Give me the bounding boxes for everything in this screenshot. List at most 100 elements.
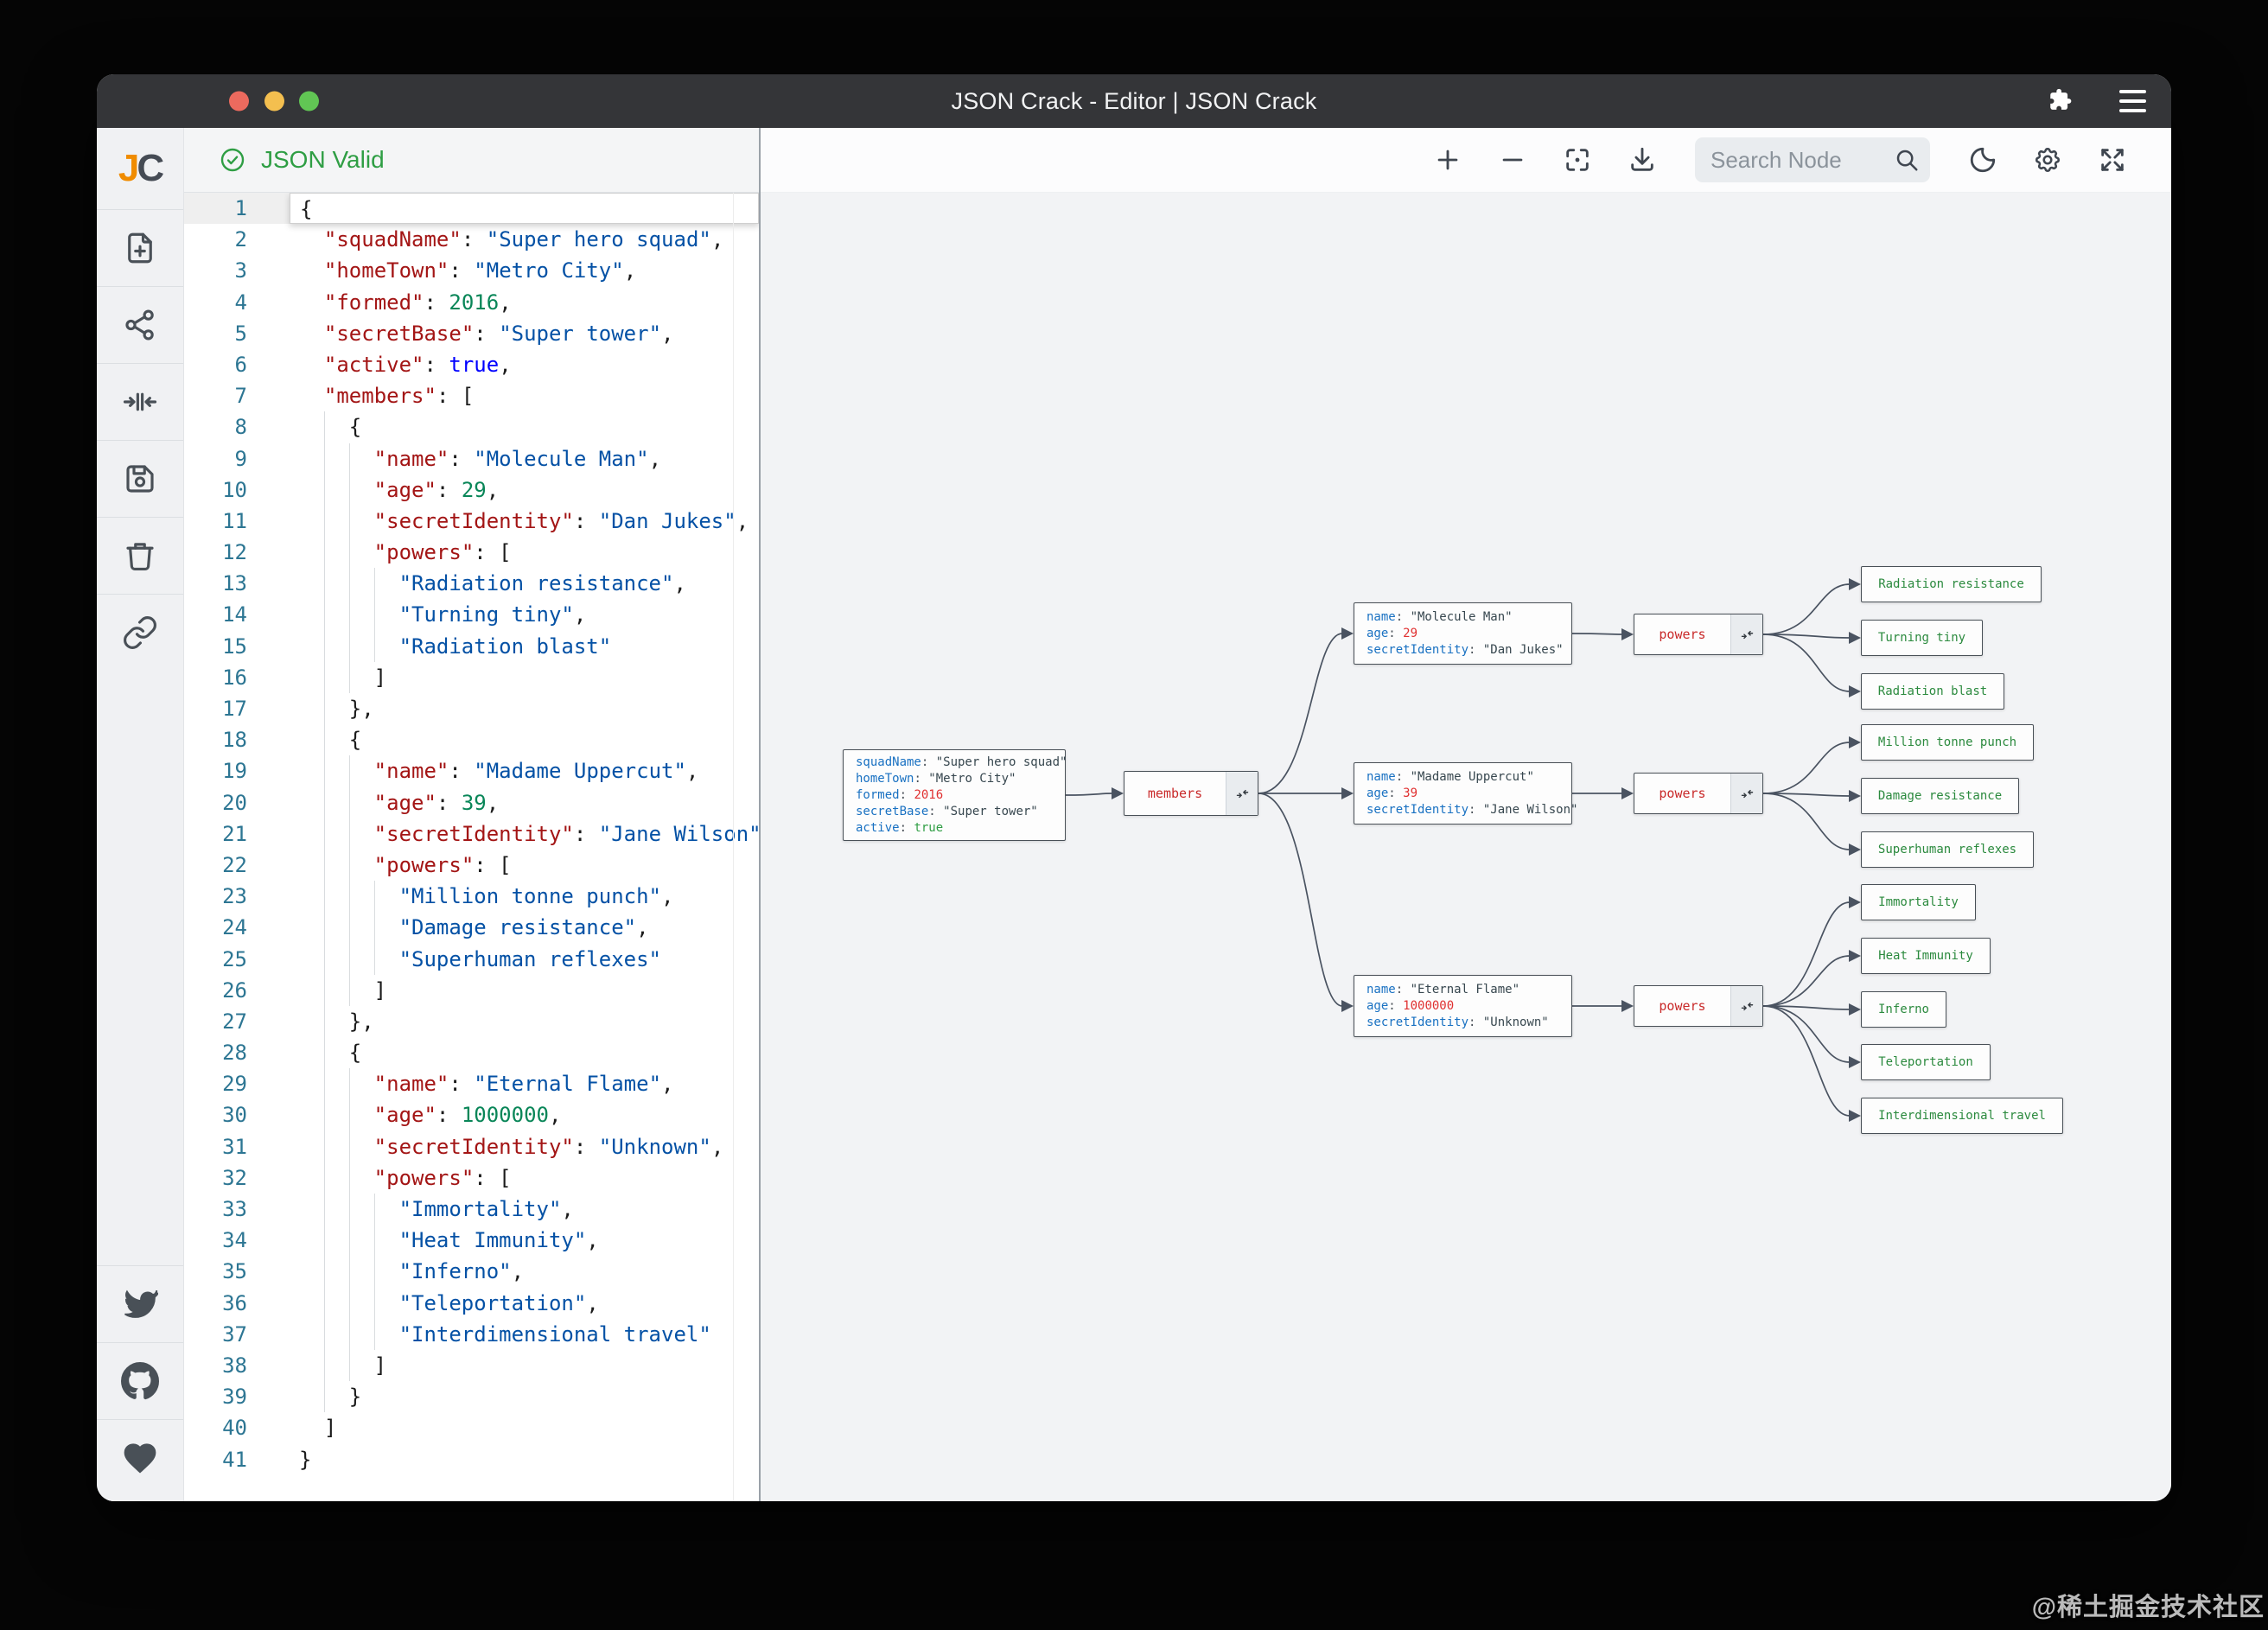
editor-line: 29"name": "Eternal Flame", bbox=[184, 1068, 759, 1099]
center-focus-button[interactable] bbox=[1562, 144, 1593, 175]
graph-node-leaf[interactable]: Immortality bbox=[1861, 884, 1976, 920]
editor-line: 1{ bbox=[184, 193, 759, 225]
twitter-icon bbox=[124, 1289, 158, 1318]
line-number: 9 bbox=[234, 446, 247, 471]
settings-button[interactable] bbox=[2032, 144, 2063, 175]
new-file-button[interactable] bbox=[97, 209, 183, 286]
line-number: 13 bbox=[222, 571, 247, 596]
graph-node-leaf[interactable]: Turning tiny bbox=[1861, 620, 1983, 656]
line-number: 25 bbox=[222, 946, 247, 971]
github-button[interactable] bbox=[97, 1342, 183, 1419]
fit-view-icon bbox=[123, 392, 157, 411]
editor-line: 15"Radiation blast" bbox=[184, 631, 759, 662]
line-number: 15 bbox=[222, 634, 247, 659]
center-view-button[interactable] bbox=[97, 363, 183, 440]
graph-node-leaf[interactable]: Radiation resistance bbox=[1861, 566, 2042, 602]
editor-line: 24"Damage resistance", bbox=[184, 912, 759, 943]
graph-node-leaf[interactable]: Heat Immunity bbox=[1861, 938, 1991, 974]
pane-splitter[interactable] bbox=[759, 128, 761, 1501]
collapse-arrows-icon bbox=[1236, 789, 1248, 798]
twitter-button[interactable] bbox=[97, 1265, 183, 1342]
parent-node-label: members bbox=[1147, 786, 1203, 801]
title-bar: JSON Crack - Editor | JSON Crack bbox=[97, 74, 2171, 128]
graph-node-leaf[interactable]: Interdimensional travel bbox=[1861, 1098, 2063, 1134]
graph-node-leaf[interactable]: Damage resistance bbox=[1861, 778, 2019, 814]
graph-view-button[interactable] bbox=[97, 286, 183, 363]
extensions-button[interactable] bbox=[2045, 85, 2078, 118]
save-button[interactable] bbox=[97, 440, 183, 517]
editor-line: 32"powers": [ bbox=[184, 1162, 759, 1194]
graph-node-leaf[interactable]: Teleportation bbox=[1861, 1044, 1991, 1080]
editor-line: 31"secretIdentity": "Unknown", bbox=[184, 1131, 759, 1162]
editor-line: 7"members": [ bbox=[184, 380, 759, 411]
line-number: 20 bbox=[222, 790, 247, 815]
close-window-button[interactable] bbox=[229, 91, 249, 111]
graph-node-leaf[interactable]: Million tonne punch bbox=[1861, 724, 2034, 761]
fullscreen-button[interactable] bbox=[2097, 144, 2128, 175]
line-number: 30 bbox=[222, 1103, 247, 1128]
editor-pane: JSON Valid 1{2"squadName": "Super hero s… bbox=[184, 128, 759, 1501]
editor-line: 34"Heat Immunity", bbox=[184, 1225, 759, 1256]
download-image-button[interactable] bbox=[1627, 144, 1658, 175]
graph-node-parent[interactable]: powers bbox=[1634, 985, 1763, 1027]
github-icon bbox=[121, 1362, 159, 1400]
sponsor-button[interactable] bbox=[97, 1419, 183, 1496]
zoom-out-button[interactable] bbox=[1497, 144, 1528, 175]
editor-line: 35"Inferno", bbox=[184, 1256, 759, 1287]
editor-line: 19"name": "Madame Uppercut", bbox=[184, 755, 759, 786]
editor-line: 28{ bbox=[184, 1037, 759, 1068]
graph-node-leaf[interactable]: Superhuman reflexes bbox=[1861, 831, 2034, 868]
graph-node-parent[interactable]: powers bbox=[1634, 773, 1763, 814]
graph-node-parent[interactable]: members bbox=[1124, 771, 1258, 816]
line-number: 35 bbox=[222, 1259, 247, 1284]
minus-icon bbox=[1502, 158, 1523, 162]
line-number: 2 bbox=[234, 227, 247, 252]
editor-line: 18{ bbox=[184, 724, 759, 755]
editor-line: 23"Million tonne punch", bbox=[184, 881, 759, 912]
parent-node-label: powers bbox=[1659, 786, 1706, 801]
line-number: 18 bbox=[222, 728, 247, 753]
window-menu-button[interactable] bbox=[2116, 85, 2149, 118]
watermark: @稀土掘金技术社区 bbox=[2031, 1594, 2265, 1621]
editor-line: 20"age": 39, bbox=[184, 787, 759, 818]
dark-mode-toggle[interactable] bbox=[1967, 144, 1998, 175]
collapse-node-button[interactable] bbox=[1730, 774, 1762, 813]
editor-line: 11"secretIdentity": "Dan Jukes", bbox=[184, 506, 759, 537]
editor-line: 10"age": 29, bbox=[184, 474, 759, 506]
collapse-node-button[interactable] bbox=[1730, 986, 1762, 1026]
save-icon bbox=[126, 465, 154, 493]
graph-node-leaf[interactable]: Radiation blast bbox=[1861, 673, 2004, 710]
zoom-window-button[interactable] bbox=[299, 91, 319, 111]
line-number: 12 bbox=[222, 540, 247, 565]
editor-scrollbar[interactable] bbox=[733, 193, 734, 1501]
line-number: 33 bbox=[222, 1197, 247, 1221]
collapse-node-button[interactable] bbox=[1226, 772, 1258, 815]
editor-line: 39} bbox=[184, 1381, 759, 1412]
minimize-window-button[interactable] bbox=[264, 91, 284, 111]
collapse-arrows-icon bbox=[1741, 1002, 1753, 1010]
graph-node-object[interactable]: squadName: "Super hero squad"homeTown: "… bbox=[843, 749, 1067, 841]
editor-line: 37"Interdimensional travel" bbox=[184, 1319, 759, 1350]
line-number: 4 bbox=[234, 290, 247, 315]
search-node-input[interactable] bbox=[1695, 137, 1930, 182]
line-number: 8 bbox=[234, 415, 247, 440]
line-number: 39 bbox=[222, 1385, 247, 1410]
graph-node-parent[interactable]: powers bbox=[1634, 614, 1763, 655]
share-link-button[interactable] bbox=[97, 594, 183, 671]
graph-canvas[interactable]: squadName: "Super hero squad"homeTown: "… bbox=[761, 128, 2171, 1501]
code-editor[interactable]: 1{2"squadName": "Super hero squad",3"hom… bbox=[184, 193, 759, 1501]
delete-button[interactable] bbox=[97, 517, 183, 594]
line-number: 27 bbox=[222, 1009, 247, 1034]
collapse-node-button[interactable] bbox=[1730, 614, 1762, 654]
collapse-arrows-icon bbox=[1741, 789, 1753, 798]
gear-icon bbox=[2035, 147, 2061, 173]
line-number: 26 bbox=[222, 977, 247, 1003]
editor-line: 38] bbox=[184, 1350, 759, 1381]
zoom-in-button[interactable] bbox=[1432, 144, 1463, 175]
graph-node-leaf[interactable]: Inferno bbox=[1861, 991, 1946, 1028]
